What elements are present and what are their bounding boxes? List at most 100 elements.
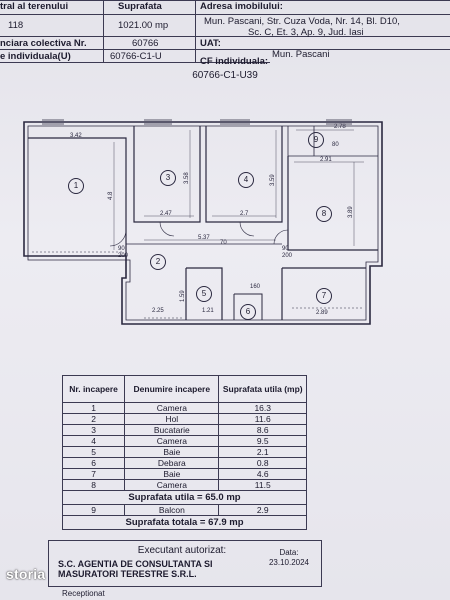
dim-label: 80 [332, 142, 339, 148]
grand-total-row: Suprafata totala = 67.9 mp [62, 515, 307, 530]
cell: Camera [124, 435, 220, 447]
cell: 1 [61, 402, 126, 414]
dim-label: 200 [282, 253, 293, 259]
cell: 11.5 [218, 479, 307, 491]
header-address-line2: Sc. C, Et. 3, Ap. 9, Jud. Iasi [248, 27, 364, 38]
cell: Hol [124, 413, 220, 425]
useful-total-row: Suprafata utila = 65.0 mp [62, 490, 307, 505]
dim-label: 70 [220, 240, 227, 246]
room-label: 9 [308, 132, 324, 148]
dim-label: 2.89 [316, 310, 328, 316]
header-col2-value: 1021.00 mp [118, 20, 169, 31]
header-col1-title: tral al terenului [0, 1, 69, 12]
watermark-logo: storia [6, 566, 46, 582]
outer-wall [23, 121, 383, 325]
useful-total: Suprafata utila = 65.0 mp [62, 490, 307, 505]
room-label: 4 [238, 172, 254, 188]
dim-label: 160 [250, 284, 261, 290]
cell: 8 [61, 479, 126, 491]
cell: 7 [61, 468, 126, 480]
cell: 6 [61, 457, 126, 469]
header-col1-value: 118 [8, 20, 24, 31]
cell: 16.3 [218, 402, 307, 414]
executant-line1: S.C. AGENTIA DE CONSULTANTA SI [58, 559, 213, 569]
executant-title: Executant autorizat: [137, 545, 227, 556]
header-uat-value: Mun. Pascani [272, 49, 330, 60]
dim-label: 3.42 [70, 133, 82, 139]
header-address-line1: Mun. Pascani, Str. Cuza Voda, Nr. 14, Bl… [204, 16, 400, 27]
col-header-name: Denumire incapere [124, 375, 220, 403]
date-box: Data: 23.10.2024 [268, 548, 310, 567]
header-row4-value: 60766-C1-U [110, 51, 162, 62]
dim-label: 2.91 [320, 157, 332, 163]
dim-label: 2.47 [160, 211, 172, 217]
dim-label: 1.21 [202, 308, 214, 314]
cell: 2 [61, 413, 126, 425]
col-header-area: Suprafata utila (mp) [218, 375, 307, 403]
cell: Camera [124, 402, 220, 414]
grand-total: Suprafata totala = 67.9 mp [62, 515, 307, 530]
cell: Bucatarie [124, 424, 220, 436]
room-label: 1 [68, 178, 84, 194]
dim-label: 90 [118, 246, 125, 252]
room-label: 8 [316, 206, 332, 222]
header-col2-title: Suprafata [118, 1, 162, 12]
cell: Baie [124, 468, 220, 480]
cell: 3 [61, 424, 126, 436]
room-label: 7 [316, 288, 332, 304]
dim-label: 3.58 [184, 172, 190, 184]
footer-text: Receptionat [62, 589, 105, 598]
cell: Baie [124, 446, 220, 458]
dim-label: 2.7 [240, 211, 249, 217]
col-header-nr: Nr. incapere [61, 375, 126, 403]
cell: Balcon [124, 504, 220, 516]
cell: 0.8 [218, 457, 307, 469]
dim-label: 2.25 [152, 308, 164, 314]
floor-plan: 1 2 3 4 5 6 7 8 9 3.42 4.8 3.58 3.59 3.8… [14, 100, 394, 332]
cell: 9 [61, 504, 126, 516]
floor-plan-drawing [23, 119, 383, 325]
dim-label: 200 [118, 253, 129, 259]
dim-label: 1.59 [180, 290, 186, 302]
header-table: tral al terenului Suprafata Adresa imobi… [0, 0, 450, 70]
executant-box [48, 540, 322, 587]
rooms-table: Nr. incapere Denumire incapere Suprafata… [61, 375, 307, 530]
header-row3-value: 60766 [132, 38, 159, 49]
room-label: 3 [160, 170, 176, 186]
executant: Executant autorizat: S.C. AGENTIA DE CON… [52, 545, 312, 579]
header-uat-label: UAT: [200, 38, 221, 49]
cell: Camera [124, 479, 220, 491]
plan-code: 60766-C1-U39 [192, 70, 258, 81]
cell: 4 [61, 435, 126, 447]
date-value: 23.10.2024 [268, 558, 310, 567]
room-label: 2 [150, 254, 166, 270]
dim-label: 3.59 [270, 174, 276, 186]
cell: 11.6 [218, 413, 307, 425]
date-label: Data: [279, 548, 299, 557]
header-cf-label: CF individuala: [200, 56, 269, 67]
cell: 9.5 [218, 435, 307, 447]
executant-line2: MASURATORI TERESTRE S.R.L. [58, 569, 197, 579]
cell: Debara [124, 457, 220, 469]
dim-label: 2.78 [334, 124, 346, 130]
header-address-title: Adresa imobilului: [200, 1, 283, 12]
rooms-table-header: Nr. incapere Denumire incapere Suprafata… [61, 375, 307, 403]
dim-label: 90 [282, 246, 289, 252]
dim-label: 4.8 [108, 191, 114, 200]
cell: 4.6 [218, 468, 307, 480]
cell: 5 [61, 446, 126, 458]
cell: 2.9 [218, 504, 307, 516]
dim-label: 5.37 [198, 235, 210, 241]
header-row4-label: e individuala(U) [0, 51, 71, 62]
room-label: 6 [240, 304, 256, 320]
